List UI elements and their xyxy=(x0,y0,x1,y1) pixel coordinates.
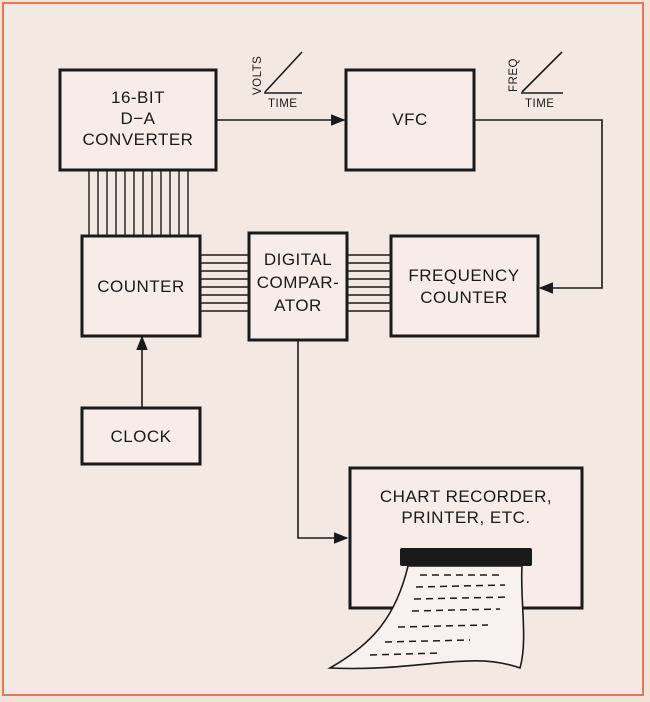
counter-block: COUNTER xyxy=(82,236,200,336)
comparator-freqcounter-bus xyxy=(347,255,391,311)
comparator-label-line-1: DIGITAL xyxy=(264,250,332,269)
vfc-block: VFC xyxy=(346,70,474,170)
comparator-to-recorder-arrow xyxy=(298,340,347,538)
vfc-label: VFC xyxy=(392,110,428,129)
dac-block: 16-BIT D−A CONVERTER xyxy=(60,70,216,170)
comparator-block: DIGITAL COMPAR- ATOR xyxy=(249,233,347,340)
clock-label: CLOCK xyxy=(110,427,171,446)
volts-time-axis-label: TIME xyxy=(268,98,297,110)
freqcounter-label-line-2: COUNTER xyxy=(420,288,508,307)
dac-label-line-2: D−A xyxy=(120,109,155,128)
recorder-label-line-1: CHART RECORDER, xyxy=(380,487,552,506)
dac-counter-bus xyxy=(89,170,188,236)
counter-comparator-bus xyxy=(200,255,249,311)
comparator-label-line-2: COMPAR- xyxy=(257,273,340,292)
recorder-label-line-2: PRINTER, ETC. xyxy=(401,508,530,527)
dac-label-line-3: CONVERTER xyxy=(83,130,194,149)
dac-label-line-1: 16-BIT xyxy=(111,88,165,107)
volts-time-graph: VOLTS TIME xyxy=(252,52,302,110)
freqcounter-label-line-1: FREQUENCY xyxy=(408,266,519,285)
clock-block: CLOCK xyxy=(82,408,200,464)
freq-time-axis-label: TIME xyxy=(525,98,554,110)
freq-axis-label: FREQ xyxy=(508,58,520,92)
comparator-label-line-3: ATOR xyxy=(274,296,322,315)
counter-label: COUNTER xyxy=(97,277,185,296)
frequency-counter-block: FREQUENCY COUNTER xyxy=(391,236,538,336)
volts-axis-label: VOLTS xyxy=(252,56,264,95)
freq-time-graph: FREQ TIME xyxy=(508,52,563,110)
